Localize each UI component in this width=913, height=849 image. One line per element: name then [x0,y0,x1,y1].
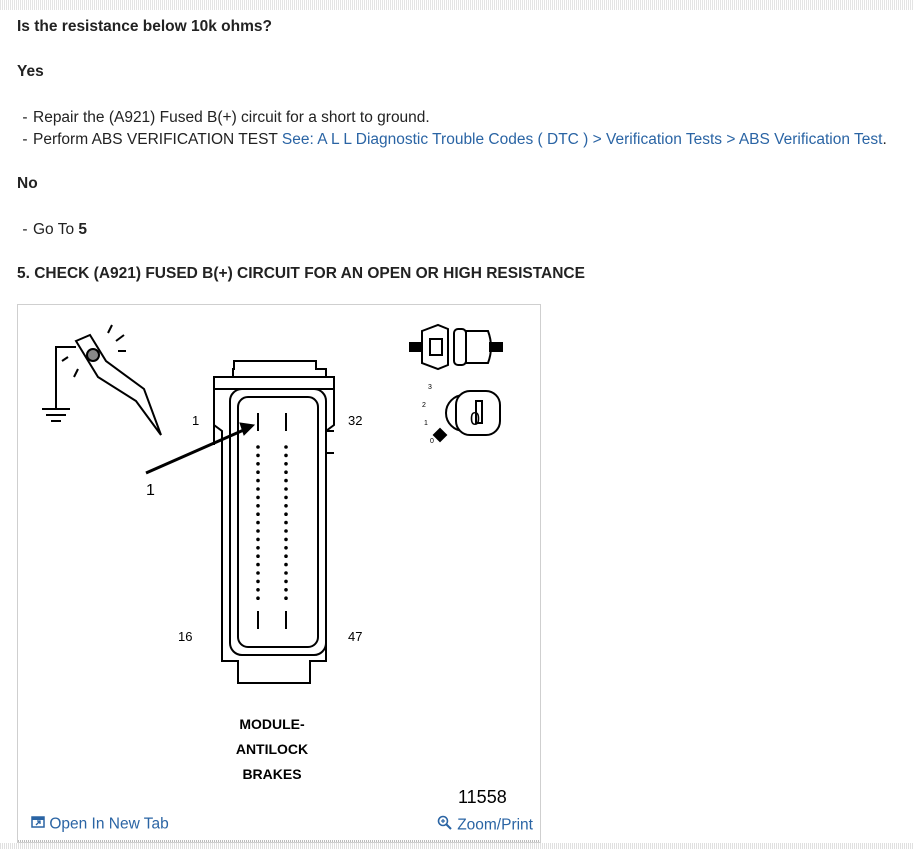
pin-dot [256,546,260,550]
ignition-key-label: 0 [470,409,480,429]
ground-probe-icon [42,324,162,436]
list-item: -Repair the (A921) Fused B(+) circuit fo… [22,109,430,126]
pin-dot [256,571,260,575]
figure-id: 11558 [458,787,507,807]
ignition-position-1: 1 [424,420,428,427]
question-heading: Is the resistance below 10k ohms? [17,18,272,35]
yes-heading: Yes [17,63,44,80]
ignition-position-2: 2 [422,402,426,409]
pin-label-top-right: 32 [348,413,362,428]
pin-dot [284,579,288,584]
ignition-position-0: 0 [430,438,434,445]
module-label-line-1: MODULE- [239,716,305,732]
list-item: -Go To 5 [22,221,88,238]
bottom-border [0,843,913,849]
pin-dot [256,504,260,508]
callout-number: 1 [146,482,155,499]
connector-body [213,360,335,684]
zoom-icon [437,815,453,836]
pin-dot [284,504,288,508]
verification-instruction: Perform ABS VERIFICATION TEST [33,131,282,148]
pin-dot [284,562,288,567]
go-to-step-number: 5 [78,221,88,238]
list-item: -Perform ABS VERIFICATION TEST See: A L … [22,131,887,148]
module-label-line-3: BRAKES [242,766,301,782]
pin-dot-grid [256,445,288,600]
pin-dot [284,529,288,533]
pin-dot [256,520,260,525]
pin-dot [256,487,260,491]
connector-figure: 1 32 16 47 1 MODULE- ANTILOCK BRAKES 115… [17,304,541,843]
connector-pins [257,413,287,629]
pin-dot [284,537,288,542]
pin-dot [284,478,288,483]
no-heading: No [17,175,38,192]
disconnect-connector-icon [409,323,503,371]
pin-1-arrow [145,422,256,475]
pin-dot [256,453,260,458]
pin-dot [256,588,260,592]
verification-test-link[interactable]: See: A L L Diagnostic Trouble Codes ( DT… [281,131,883,148]
module-label-line-2: ANTILOCK [236,741,308,757]
step-5-title: 5. CHECK (A921) FUSED B(+) CIRCUIT FOR A… [17,265,585,282]
pin-dot [256,554,260,558]
ignition-position-3: 3 [428,384,432,391]
pin-dot [256,562,260,567]
pin-dot [256,462,260,466]
pin-dot [284,470,288,474]
pin-dot [284,487,288,491]
pin-label-bottom-right: 47 [348,629,362,644]
pin-dot [284,520,288,525]
pin-dot [284,445,288,449]
pin-dot [256,478,260,483]
pin-label-bottom-left: 16 [178,629,192,644]
pin-dot [256,537,260,542]
pin-dot [256,512,260,516]
pin-dot [284,554,288,558]
pin-dot [284,495,288,500]
repair-instruction: Repair the (A921) Fused B(+) circuit for… [33,109,430,126]
ignition-off-icon [432,390,501,443]
pin-dot [284,596,288,600]
zoom-print-link[interactable]: Zoom/Print [437,815,533,836]
pin-dot [284,453,288,458]
pin-dot [256,529,260,533]
pin-dot [256,470,260,474]
pin-dot [256,495,260,500]
pin-dot [284,546,288,550]
figure-actions: Open In New Tab Zoom/Print [0,812,541,836]
top-border [0,0,913,10]
procedure-content: Is the resistance below 10k ohms? Yes -R… [17,17,907,286]
pin-dot [256,596,260,600]
pin-label-top-left: 1 [192,413,199,428]
pin-dot [256,445,260,449]
open-in-new-tab-link[interactable]: Open In New Tab [31,815,169,834]
pin-dot [284,571,288,575]
pin-dot [284,588,288,592]
pin-dot [284,512,288,516]
module-connector-diagram: 1 32 16 47 1 MODULE- ANTILOCK BRAKES 115… [42,323,507,807]
open-new-tab-icon [31,815,45,834]
figure-divider [18,840,540,842]
pin-dot [284,462,288,466]
pin-dot [256,579,260,584]
